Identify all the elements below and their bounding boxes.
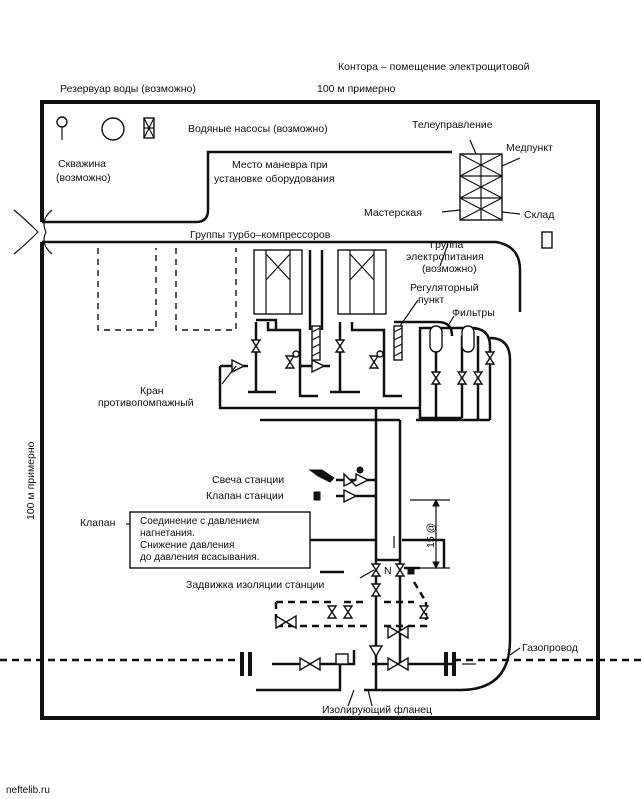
water-pumps — [143, 117, 155, 139]
note-line-2: нагнетания. — [140, 528, 195, 539]
note-line-4: до давления всасывания. — [140, 552, 259, 563]
power-group-label-2: электропитания — [406, 251, 484, 263]
insulating-flanges — [240, 652, 456, 707]
service-building — [441, 139, 521, 221]
power-group-label-3: (возможно) — [422, 263, 477, 275]
water-reservoir-label: Резервуар воды (возможно) — [60, 83, 196, 95]
note-line-3: Снижение давления — [140, 540, 234, 551]
site-boundary — [40, 100, 600, 720]
maneuver-label-1: Место маневра при — [232, 159, 328, 171]
water-reservoir — [101, 117, 125, 141]
well — [56, 116, 68, 140]
regulator-elements — [311, 325, 403, 361]
water-pumps-label: Водяные насосы (возможно) — [188, 123, 328, 135]
dimension-15-label: 15 @ — [425, 523, 437, 548]
station-vent-label: Свеча станции — [212, 474, 284, 486]
note-line-1: Соединение с давлением — [140, 516, 259, 527]
watermark-label: neftelib.ru — [6, 785, 50, 796]
control-room-label: Контора – помещение электрощитовой — [338, 61, 530, 73]
dimension-top-label: 100 м примерно — [317, 83, 396, 95]
antisurge-label-1: Кран — [140, 385, 164, 397]
telecontrol-label: Телеуправление — [412, 119, 493, 131]
gas-pipeline — [0, 647, 644, 665]
n-mark-label: N — [384, 565, 392, 577]
leader-lines — [221, 243, 455, 579]
vent-candle — [308, 469, 335, 483]
filters-label: Фильтры — [452, 307, 495, 319]
dimension-15 — [410, 498, 450, 570]
filters — [429, 325, 475, 353]
well-label-1: Скважина — [58, 158, 106, 170]
process-piping — [218, 318, 512, 692]
dimension-left-label: 100 м примерно — [25, 441, 37, 520]
regulator-label-1: Регуляторный — [410, 282, 479, 294]
valve-label: Клапан — [80, 517, 116, 529]
gas-pipeline-label: Газопровод — [522, 642, 578, 654]
maneuver-label-2: установке оборудования — [214, 173, 335, 185]
insulating-flange-label: Изолирующий фланец — [322, 704, 432, 716]
power-supply-box — [541, 231, 553, 249]
power-group-label-1: Группа — [430, 239, 463, 251]
turbo-groups-label: Группы турбо–компрессоров — [190, 229, 331, 241]
turbo-compressors — [253, 249, 387, 330]
valve-note — [126, 511, 311, 569]
well-label-2: (возможно) — [56, 172, 111, 184]
antisurge-label-2: противопомпажный — [98, 397, 194, 409]
isolation-gate-label: Задвижка изоляции станции — [186, 579, 324, 591]
valves — [231, 339, 496, 672]
storage-label: Склад — [524, 209, 554, 221]
compressor-placeholders — [97, 248, 237, 331]
entrance-road — [13, 150, 522, 312]
regulator-label-2: пункт — [418, 294, 444, 306]
workshop-label: Мастерская — [364, 207, 422, 219]
station-valve-label: Клапан станции — [206, 490, 284, 502]
medpoint-label: Медпункт — [506, 142, 553, 154]
